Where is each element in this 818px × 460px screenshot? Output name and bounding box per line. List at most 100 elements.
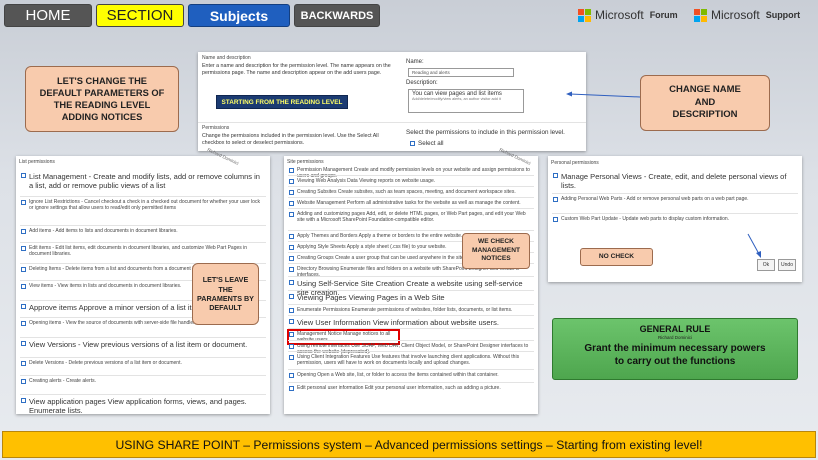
- name-input[interactable]: Reading and alerts: [408, 68, 514, 77]
- permission-checkbox[interactable]: [289, 267, 294, 272]
- cancel-button[interactable]: Undo: [778, 259, 796, 271]
- select-all-box: [410, 141, 415, 146]
- permission-row[interactable]: Applying Style Sheets Apply a style shee…: [289, 244, 530, 250]
- permission-checkbox[interactable]: [289, 179, 294, 184]
- permissions-intro: Change the permissions included in the p…: [202, 133, 379, 146]
- permission-row[interactable]: Enumerate Permissions Enumerate permissi…: [289, 307, 530, 313]
- permission-label: Approve items Approve a minor version of…: [29, 303, 248, 312]
- microsoft-support-logo[interactable]: Microsoft Support: [694, 8, 800, 22]
- microsoft-logo-icon: [578, 8, 591, 22]
- microsoft-logo-icon: [694, 8, 707, 22]
- support-label: Support: [765, 10, 801, 20]
- section-button[interactable]: SECTION: [96, 4, 184, 27]
- permission-checkbox[interactable]: [289, 344, 294, 349]
- permission-row[interactable]: Apply Themes and Borders Apply a theme o…: [289, 233, 530, 239]
- permission-row[interactable]: Viewing Web Analysis Data Viewing report…: [289, 178, 530, 184]
- permission-label: Edit personal user information Edit your…: [297, 385, 501, 391]
- permission-row[interactable]: Ignore List Restrictions - Cancel checko…: [21, 199, 262, 211]
- permission-label: Delete Versions - Delete previous versio…: [29, 360, 182, 366]
- permission-row[interactable]: Adding and customizing pages Add, edit, …: [289, 211, 530, 223]
- home-button[interactable]: HOME: [4, 4, 92, 27]
- permission-label: Applying Style Sheets Apply a style shee…: [297, 244, 447, 250]
- permissions-heading: Permissions: [202, 125, 230, 131]
- permission-row[interactable]: Using Self-Service Site Creation Create …: [289, 279, 530, 297]
- permission-checkbox[interactable]: [21, 398, 26, 403]
- permission-label: Viewing Pages Viewing Pages in a Web Sit…: [297, 293, 445, 302]
- permission-row[interactable]: View User Information View information a…: [289, 318, 530, 327]
- permission-row[interactable]: Approve items Approve a minor version of…: [21, 303, 262, 312]
- row-divider: [288, 230, 534, 231]
- permission-checkbox[interactable]: [289, 280, 294, 285]
- permission-row[interactable]: Creating Groups Create a user group that…: [289, 255, 530, 261]
- permission-row[interactable]: Opening Open a Web site, list, or folder…: [289, 372, 530, 378]
- permission-row[interactable]: Adding Personal Web Parts - Add or remov…: [553, 196, 794, 202]
- general-rule-box: GENERAL RULE Richard Dominici Grant the …: [552, 318, 798, 380]
- permission-checkbox[interactable]: [21, 200, 26, 205]
- description-textarea[interactable]: You can view pages and list items Add/de…: [408, 89, 524, 113]
- permission-checkbox[interactable]: [21, 284, 26, 289]
- permission-row[interactable]: Permission Management Create and modify …: [289, 167, 530, 179]
- permission-checkbox[interactable]: [21, 361, 26, 366]
- permission-checkbox[interactable]: [289, 245, 294, 250]
- permission-row[interactable]: Using remote interfaces Use SOAP, Web DA…: [289, 343, 530, 355]
- microsoft-forum-logo[interactable]: Microsoft Forum: [578, 8, 678, 22]
- permission-checkbox[interactable]: [21, 246, 26, 251]
- subjects-button[interactable]: Subjects: [188, 4, 290, 27]
- permission-row[interactable]: Website Management Perform all administr…: [289, 200, 530, 206]
- permission-checkbox[interactable]: [289, 319, 294, 324]
- permission-checkbox[interactable]: [553, 173, 558, 178]
- permission-row[interactable]: Opening items - View the source of docum…: [21, 320, 262, 326]
- permission-checkbox[interactable]: [21, 304, 26, 309]
- row-divider: [288, 315, 534, 316]
- permission-row[interactable]: Edit items - Edit list items, edit docum…: [21, 245, 262, 257]
- permission-label: Deleting Items - Delete items from a lis…: [29, 266, 207, 272]
- permission-row[interactable]: View application pages View application …: [21, 397, 262, 415]
- permission-row[interactable]: List Management - Create and modify list…: [21, 172, 262, 190]
- permission-checkbox[interactable]: [289, 168, 294, 173]
- permission-row[interactable]: Using Client Integration Features Use fe…: [289, 354, 530, 366]
- permission-checkbox[interactable]: [289, 355, 294, 360]
- permission-label: Manage Personal Views - Create, edit, an…: [561, 172, 787, 190]
- permission-row[interactable]: Creating Subsites Create subsites, such …: [289, 189, 530, 195]
- permission-row[interactable]: Add items - Add items to lists and docum…: [21, 228, 262, 234]
- permission-row-highlighted[interactable]: Management Notice Manage notices to all …: [287, 329, 400, 345]
- permission-checkbox[interactable]: [289, 294, 294, 299]
- permission-row[interactable]: Creating alerts - Create alerts.: [21, 378, 262, 384]
- permission-row[interactable]: Edit personal user information Edit your…: [289, 385, 530, 391]
- permission-row[interactable]: Directory Browsing Enumerate files and f…: [289, 266, 530, 278]
- select-all-checkbox[interactable]: Select all: [410, 140, 444, 147]
- permission-row[interactable]: Manage Personal Views - Create, edit, an…: [553, 172, 794, 190]
- starting-reading-level-button[interactable]: STARTING FROM THE READING LEVEL: [216, 95, 348, 109]
- permission-row[interactable]: Delete Versions - Delete previous versio…: [21, 360, 262, 366]
- permission-label: Using Self-Service Site Creation Create …: [297, 279, 523, 297]
- permission-checkbox[interactable]: [289, 190, 294, 195]
- select-all-label: Select all: [418, 140, 444, 147]
- permission-row[interactable]: Custom Web Part Update - Update web part…: [553, 216, 794, 222]
- ok-button[interactable]: Ok: [757, 259, 775, 271]
- permission-checkbox[interactable]: [289, 373, 294, 378]
- permission-checkbox[interactable]: [289, 256, 294, 261]
- permission-checkbox[interactable]: [21, 321, 26, 326]
- permission-checkbox[interactable]: [289, 386, 294, 391]
- permission-checkbox[interactable]: [553, 217, 558, 222]
- permission-checkbox[interactable]: [289, 332, 294, 337]
- permission-checkbox[interactable]: [289, 212, 294, 217]
- description-sub: Add/delete/modify/view alerts, an author…: [412, 97, 501, 101]
- permission-checkbox[interactable]: [21, 267, 26, 272]
- permission-checkbox[interactable]: [289, 308, 294, 313]
- permission-row[interactable]: Viewing Pages Viewing Pages in a Web Sit…: [289, 293, 530, 302]
- permission-row[interactable]: Deleting Items - Delete items from a lis…: [21, 266, 262, 272]
- permission-row[interactable]: View items - View items in lists and doc…: [21, 283, 262, 289]
- permission-checkbox[interactable]: [289, 201, 294, 206]
- support-brand: Microsoft: [711, 8, 760, 22]
- permission-checkbox[interactable]: [289, 234, 294, 239]
- row-divider: [20, 263, 266, 264]
- permission-checkbox[interactable]: [21, 229, 26, 234]
- permission-checkbox[interactable]: [553, 197, 558, 202]
- permission-checkbox[interactable]: [21, 341, 26, 346]
- permission-checkbox[interactable]: [21, 173, 26, 178]
- permission-checkbox[interactable]: [21, 379, 26, 384]
- permission-label: View application pages View application …: [29, 397, 247, 415]
- backwards-button[interactable]: BACKWARDS: [294, 4, 380, 27]
- permission-row[interactable]: View Versions - View previous versions o…: [21, 340, 262, 349]
